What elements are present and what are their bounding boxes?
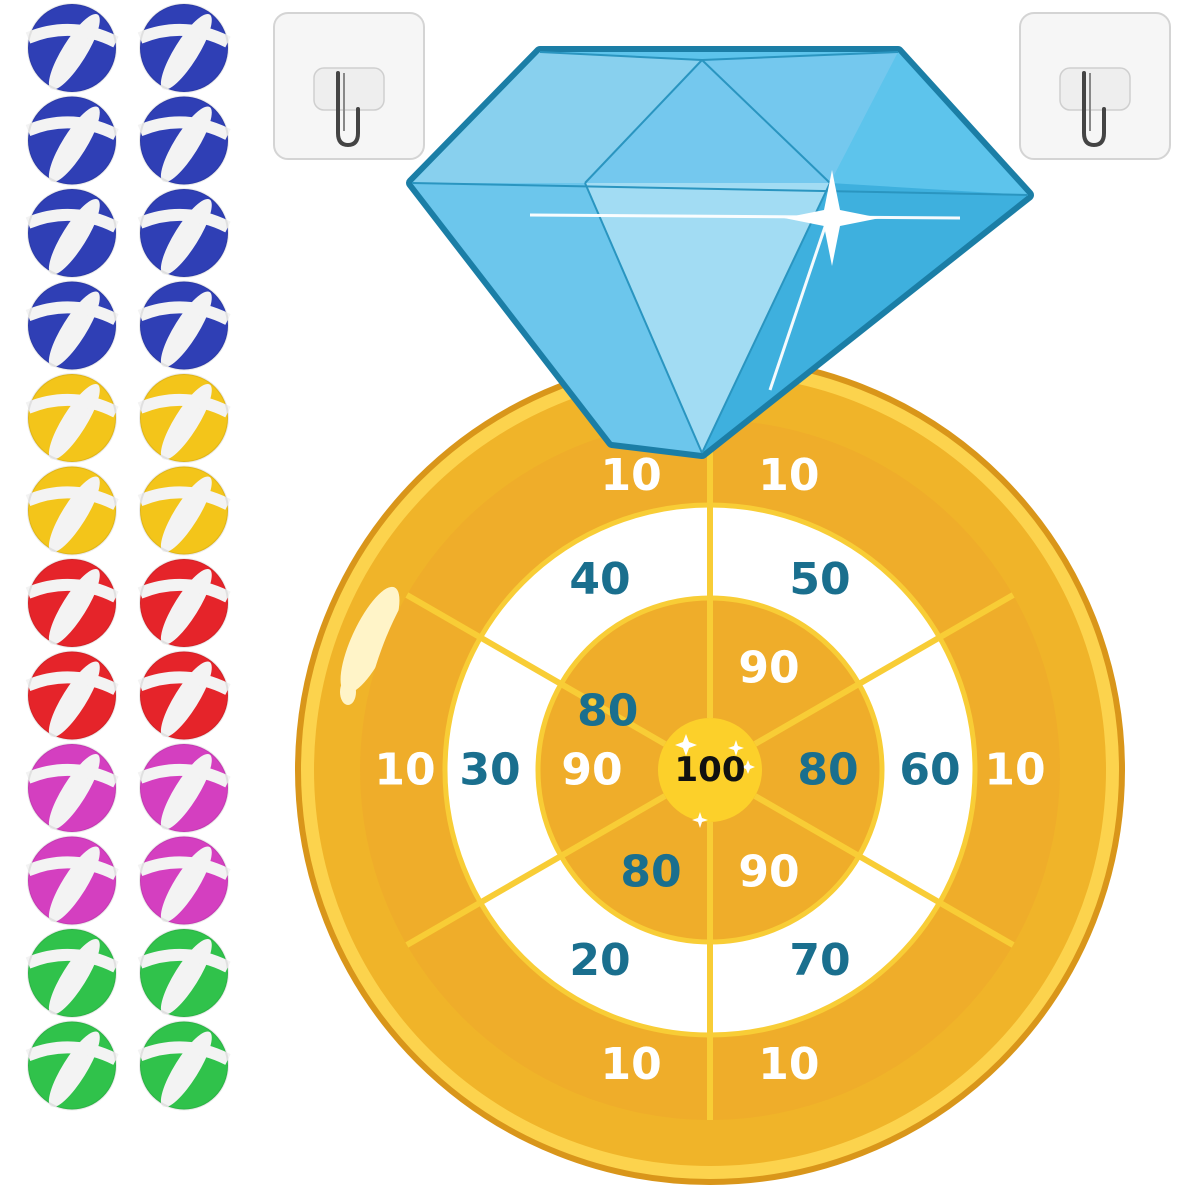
sticky-ball-red: [137, 558, 231, 648]
outer-score-label: 10: [600, 1039, 661, 1090]
adhesive-hook-left: [273, 12, 425, 160]
center-score-label: 100: [675, 750, 746, 790]
score-labels: 10 10 10 10 10 10 50 60 70 20 30 40 80 90 80 90 80 90 100: [374, 450, 1045, 1090]
sticky-ball-pink: [25, 743, 119, 833]
sticky-ball-blue: [25, 3, 119, 93]
middle-score-label: 60: [899, 745, 960, 796]
sticky-ball-blue: [137, 280, 231, 371]
middle-score-label: 50: [789, 554, 850, 605]
sticky-ball-green: [137, 928, 231, 1018]
sticky-ball-yellow: [137, 465, 231, 556]
sticky-ball-red: [25, 558, 119, 648]
middle-score-label: 20: [569, 935, 630, 986]
sticky-ball-pink: [137, 743, 231, 833]
sticky-ball-red: [25, 650, 119, 741]
gem-sparkle-icon: [529, 170, 961, 391]
outer-score-label: 10: [600, 450, 661, 501]
sticky-ball-blue: [137, 95, 231, 186]
sticky-balls-column: [25, 3, 231, 1111]
sticky-ball-blue: [25, 95, 119, 186]
inner-score-label: 80: [577, 686, 638, 737]
sticky-ball-green: [137, 1020, 231, 1111]
segment-dividers: [405, 420, 1015, 1120]
sticky-ball-blue: [137, 188, 231, 278]
dartboard: [360, 420, 1060, 1120]
sticky-ball-blue: [25, 280, 119, 371]
inner-score-label: 90: [738, 847, 799, 898]
middle-score-label: 40: [569, 554, 630, 605]
middle-score-label: 70: [789, 935, 850, 986]
sticky-ball-pink: [137, 835, 231, 926]
sparkle-icon: [675, 734, 755, 828]
sticky-ball-green: [25, 928, 119, 1018]
inner-score-label: 80: [797, 745, 858, 796]
sticky-ball-blue: [137, 3, 231, 93]
sticky-ball-yellow: [25, 465, 119, 556]
sticky-ball-yellow: [25, 373, 119, 463]
outer-score-label: 10: [758, 1039, 819, 1090]
inner-score-label: 80: [620, 847, 681, 898]
middle-score-label: 30: [459, 745, 520, 796]
inner-score-label: 90: [561, 745, 622, 796]
outer-score-label: 10: [758, 450, 819, 501]
diamond-gem: [406, 46, 1034, 459]
adhesive-hook-right: [1019, 12, 1171, 160]
inner-score-label: 90: [738, 642, 799, 693]
outer-score-label: 10: [984, 745, 1045, 796]
sticky-ball-red: [137, 650, 231, 741]
sticky-ball-yellow: [137, 373, 231, 463]
sticky-ball-green: [25, 1020, 119, 1111]
sticky-ball-blue: [25, 188, 119, 278]
outer-score-label: 10: [374, 745, 435, 796]
sticky-ball-pink: [25, 835, 119, 926]
